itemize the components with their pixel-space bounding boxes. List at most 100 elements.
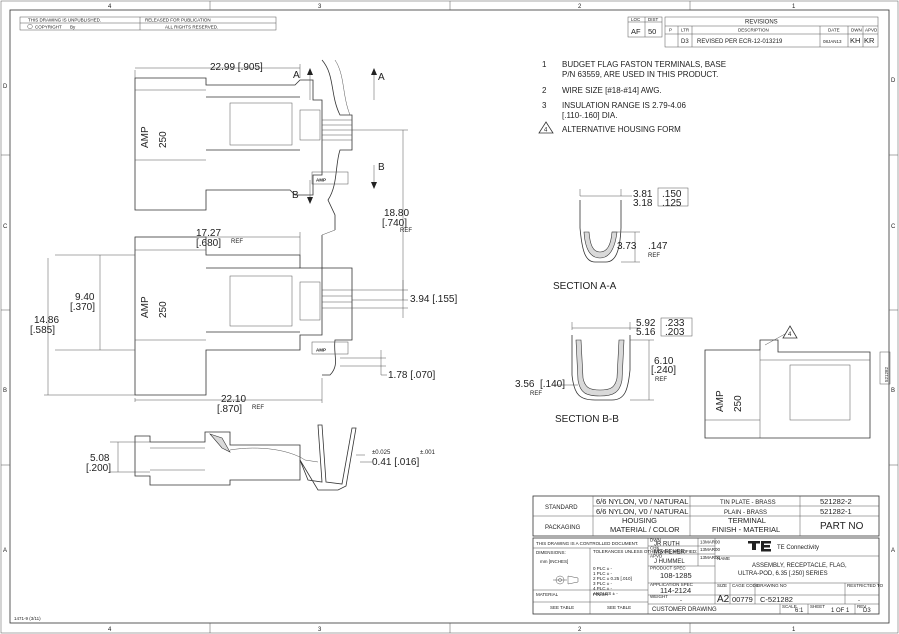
section-b-dim-5-16: 5.16 [636,327,656,338]
scale-label: SCALE [782,604,797,609]
dim-17-27-label: 17.27 [196,228,221,239]
grid-col-1: 1 [792,4,796,10]
dimension-18-80 [352,129,408,301]
grid-col-3-bottom: 3 [318,627,322,633]
alternative-housing-balloon-icon [782,325,798,339]
description-line-1: ASSEMBLY, RECEPTACLE, FLAG, [752,563,847,569]
rev-dwn: KH [850,36,860,45]
section-b-dim-140: [.140] [540,379,565,390]
section-b-dim-ref-2: REF [530,391,542,397]
tolerance-2plc: 2 PLC ± 0.25 [.010] [593,576,632,581]
te-logo-icon [748,541,771,552]
bom-material-color-header: MATERIAL / COLOR [610,525,680,534]
sheet-label: SHEET [810,604,825,609]
amp-marking-upper: AMP [140,126,151,148]
housing-view-lower [134,229,353,396]
section-a-dim-125: .125 [662,198,682,209]
dim-14-86-inch: [.585] [30,325,55,336]
section-b-dim-3-56: 3.56 [515,379,535,390]
grid-col-2-bottom: 2 [578,627,582,633]
section-b-b-drawing [552,317,693,401]
section-b-dim-5-92: 5.92 [636,318,656,329]
grid-row-c-right: C [891,224,896,230]
rev-date: 08JAN13 [823,39,842,44]
product-spec: 108-1285 [660,571,692,580]
material-label: MATERIAL [536,592,559,597]
unpublished-text: THIS DRAWING IS UNPUBLISHED. [28,18,101,23]
finish-see-table: SEE TABLE [607,605,631,610]
controlled-doc-text: THIS DRAWING IS A CONTROLLED DOCUMENT. [536,541,638,546]
cage-code-value: 00779 [732,595,753,604]
amp-marking-alt: AMP [715,390,726,412]
bom-part-no-header: PART NO [820,521,864,532]
dim-5-08-inch: [.200] [86,463,111,474]
note-3-num: 3 [542,101,547,110]
rev-col-apvd: APVD [865,28,878,33]
note-4-line-1: ALTERNATIVE HOUSING FORM [562,125,681,134]
grid-col-2: 2 [578,4,582,10]
grid-rows: D C B A D C B A [1,78,898,554]
rev-ltr: D3 [681,39,689,45]
checked-label: CHK [650,546,660,551]
approved-by: J HUMMEL [654,559,685,565]
restricted-value: - [858,598,860,604]
grid-col-4-bottom: 4 [108,627,112,633]
note-4-num: 4 [544,128,548,134]
dimensions-units: mm [INCHES] [540,559,568,564]
released-text: RELEASED FOR PUBLICATION [145,18,211,23]
housing-view-upper [134,59,377,230]
drawing-no-label: DRAWING NO [757,583,787,588]
dim-9-40-inch: [.370] [70,302,95,313]
rev-apvd: KR [864,36,875,45]
drawn-by: JR RUTH [654,542,680,548]
dim-9-40-label: 9.40 [75,292,95,303]
dimensions-label: DIMENSIONS: [536,550,566,555]
rev-col-description: DESCRIPTION [738,28,769,33]
sheet-value: 1 OF 1 [831,608,850,614]
tolerance-0plc: 0 PLC ± - [593,566,612,571]
grid-row-b: B [3,388,7,394]
size-value: A2 [717,594,730,605]
company-name: TE Connectivity [777,545,819,551]
dim-14-86-label: 14.86 [34,315,59,326]
bom-housing-header: HOUSING [622,516,657,525]
finish-label: FINISH [593,592,608,597]
section-b-dim-ref: REF [655,377,667,383]
size-marking-alt: 250 [733,395,744,412]
cage-code-label: CAGE CODE [732,583,759,588]
note-2-num: 2 [542,86,547,95]
dim-1-78-label: 1.78 [.070] [388,370,435,381]
approved-date: 13MAR00 [700,555,721,560]
bom-table [532,495,880,537]
form-number: 1471-9 (3/11) [14,616,41,621]
bom-row1-material: 6/6 NYLON, V0 / NATURAL [596,497,688,506]
product-spec-label: PRODUCT SPEC [650,566,686,571]
tolerance-3plc: 3 PLC ± - [593,581,612,586]
tolerance-angles: ANGLES ± - [593,591,618,596]
note-3-line-2: [.110-.160] DIA. [562,111,617,120]
size-marking-upper: 250 [158,131,169,148]
tolerance-1plc: 1 PLC ± - [593,571,612,576]
note-2-line-1: WIRE SIZE [#18-#14] AWG. [562,86,662,95]
bom-finish-material-header: FINISH - MATERIAL [712,525,780,534]
dim-18-80-label: 18.80 [384,208,409,219]
grid-row-d: D [3,84,8,90]
note-1-line-1: BUDGET FLAG FASTON TERMINALS, BASE [562,60,726,69]
loc-value: AF [631,27,641,36]
section-a-dim-147: .147 [648,241,668,252]
tolerances-label: TOLERANCES UNLESS OTHERWISE SPECIFIED: [593,549,697,554]
rev-col-ltr: LTR [681,28,690,33]
grid-columns: 4 3 2 1 4 3 2 1 [108,1,796,633]
amp-marking-lower: AMP [140,296,151,318]
dimension-22-10 [134,378,323,403]
weight-value: - [680,598,682,604]
application-spec-label: APPLICATION SPEC [650,582,694,587]
size-label: SIZE [717,583,727,588]
dim-17-27-ref: REF [231,239,243,245]
alternative-housing-view [704,325,871,439]
dim-17-27-inch: [.680] [196,238,221,249]
section-a-dim-150: .150 [662,189,682,200]
drawn-label: DWN [650,538,661,543]
alternative-housing-balloon-num: 4 [788,332,792,338]
section-b-dim-233: .233 [665,318,685,329]
